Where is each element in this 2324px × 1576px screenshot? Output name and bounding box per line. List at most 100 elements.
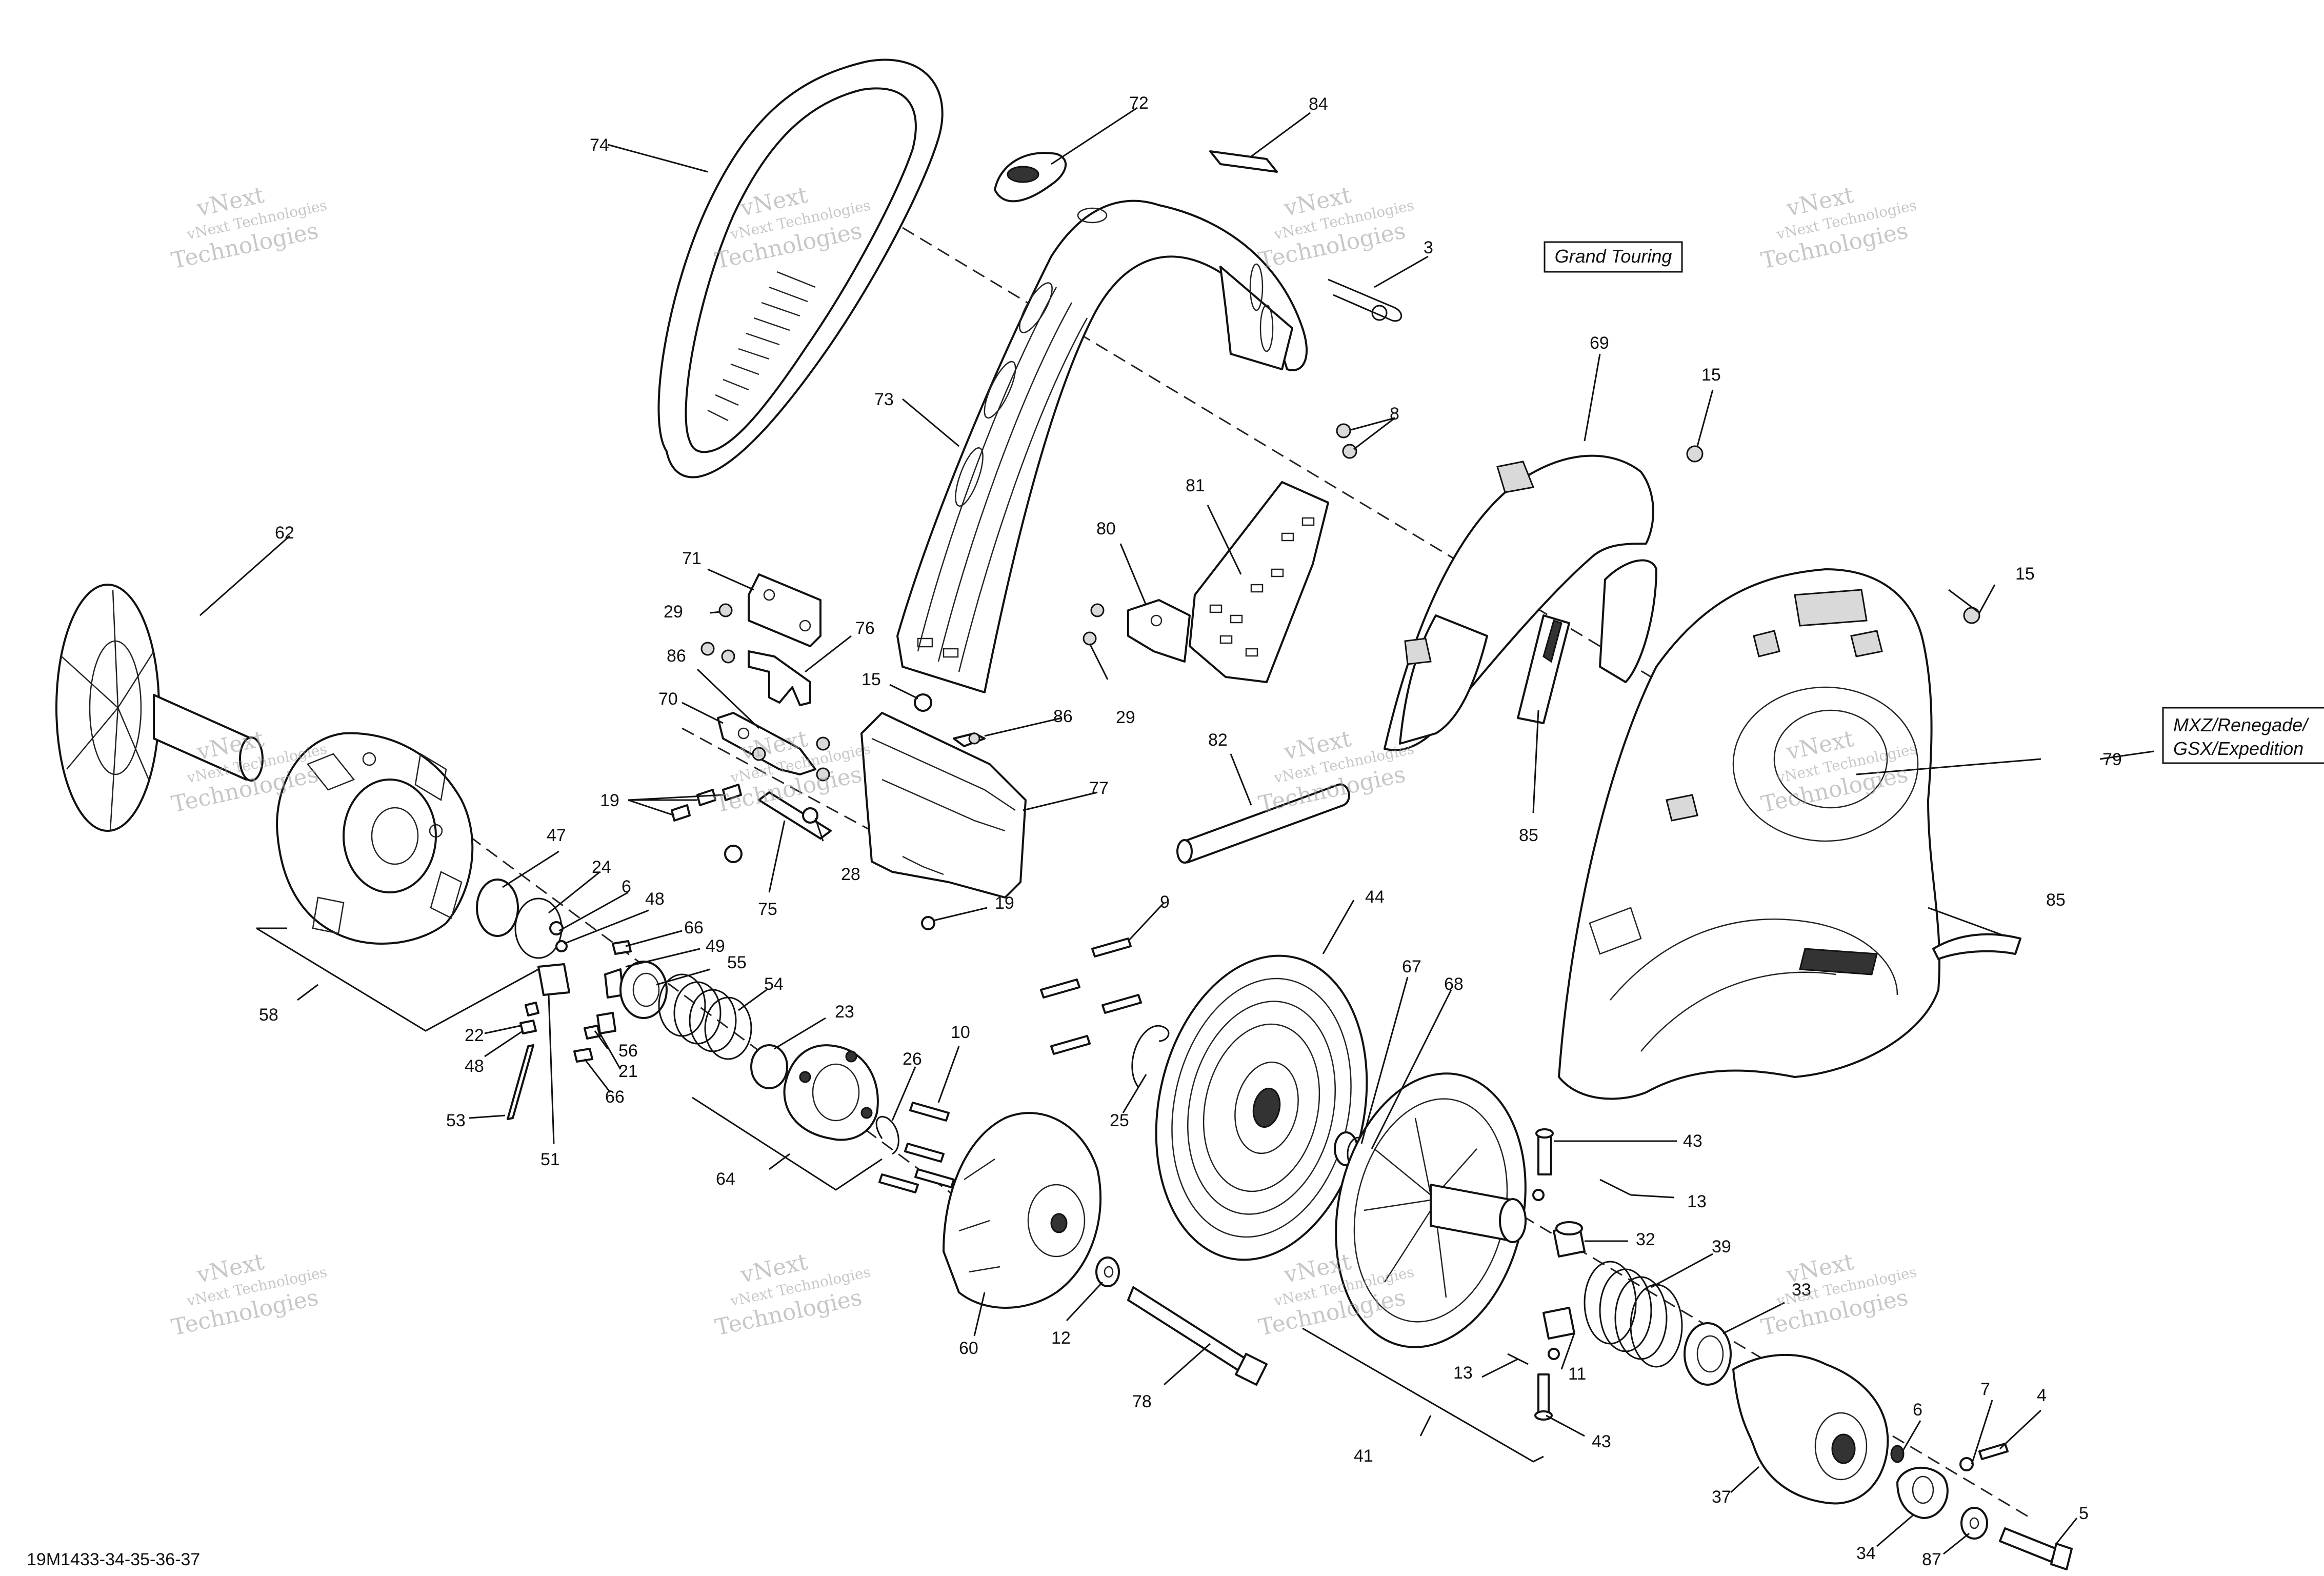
- guard-clip: [994, 152, 1067, 203]
- callout: 72: [1129, 93, 1149, 113]
- screws-8: [1336, 423, 1357, 459]
- drive-belt: [657, 58, 944, 478]
- callout: 87: [1922, 1550, 1941, 1569]
- callout: 49: [706, 936, 725, 956]
- callout: 76: [855, 619, 875, 638]
- nuts-29-right: [1083, 603, 1105, 646]
- callout: 85: [1519, 826, 1538, 845]
- callout: 12: [1051, 1328, 1071, 1348]
- callout: 4: [2037, 1386, 2047, 1405]
- callout: 33: [1792, 1280, 1811, 1300]
- rings-47-24: [476, 879, 563, 959]
- brake-disc-44: [1155, 954, 1368, 1261]
- circlip-25: [1131, 1025, 1170, 1088]
- air-tube: [1176, 783, 1350, 864]
- hardware-43-13-32-11: [1507, 1128, 1631, 1421]
- bracket-70: [717, 712, 830, 782]
- callout: 22: [465, 1026, 484, 1045]
- bracket-80: [1127, 599, 1191, 663]
- callout: 53: [446, 1111, 466, 1130]
- callout: 15: [2015, 564, 2035, 584]
- callout: 70: [658, 689, 678, 709]
- callout: 8: [1390, 404, 1399, 424]
- callout: 73: [874, 390, 894, 409]
- callout: 69: [1590, 333, 1609, 353]
- group-brackets: [256, 927, 1544, 1463]
- mxz-text-line2: GSX/Expedition: [2173, 738, 2303, 759]
- callout-numbers: 74 72 84 3 73 69 15 8 81 80 62 71 29 76 …: [259, 93, 2122, 1569]
- callout: 26: [903, 1049, 922, 1069]
- bolt-78: [1127, 1286, 1268, 1386]
- cam-hardware: [1890, 1443, 2073, 1570]
- screw-28: [802, 807, 818, 824]
- callout: 86: [667, 646, 686, 666]
- retaining-pin: [1328, 278, 1402, 322]
- callout: 28: [841, 865, 860, 884]
- callout: 6: [1913, 1400, 1922, 1420]
- callout: 80: [1096, 519, 1116, 538]
- callout: 66: [684, 918, 704, 937]
- callout: 60: [959, 1339, 978, 1358]
- cover-mxz: [1558, 568, 1941, 1100]
- callout: 32: [1636, 1230, 1655, 1249]
- callout: 13: [1687, 1192, 1707, 1211]
- callout: 74: [590, 135, 609, 155]
- callout: 3: [1424, 238, 1433, 257]
- callout: 6: [622, 877, 631, 896]
- callout: 81: [1186, 476, 1205, 495]
- callout: 37: [1712, 1487, 1731, 1507]
- circlip-26: [875, 1116, 899, 1155]
- cover-grand-touring: [1384, 454, 1657, 751]
- callout: 15: [862, 670, 881, 689]
- callout: 62: [275, 523, 294, 543]
- decal-85-vertical: [1517, 614, 1570, 724]
- spring-54: [658, 973, 752, 1060]
- callout: 15: [1701, 365, 1721, 385]
- grand-touring-text: Grand Touring: [1555, 246, 1672, 267]
- screws-19-left: [671, 784, 743, 863]
- callout: 77: [1089, 779, 1109, 798]
- callout: 39: [1712, 1237, 1731, 1256]
- callout: 5: [2079, 1504, 2089, 1523]
- washer-12: [1095, 1256, 1120, 1287]
- callout: 19: [600, 791, 619, 810]
- callout: 56: [618, 1041, 638, 1061]
- grand-touring-label: Grand Touring: [1544, 241, 1683, 273]
- washer-33: [1684, 1322, 1732, 1386]
- screws-9: [1040, 937, 1142, 1055]
- drive-pulley-fixed-half: [55, 584, 264, 832]
- decal-85-curved: [1932, 933, 2021, 960]
- callout: 66: [605, 1087, 625, 1107]
- callout: 85: [2046, 890, 2066, 910]
- bushing-23: [750, 1044, 788, 1089]
- centrifugal-weights: [507, 921, 632, 1120]
- callout: 84: [1309, 94, 1328, 114]
- bracket-71: [748, 573, 822, 647]
- spider-64: [783, 1044, 879, 1141]
- bracket-81: [1189, 481, 1329, 683]
- callout: 54: [764, 974, 784, 994]
- callout: 75: [758, 900, 777, 919]
- callout: 44: [1365, 887, 1385, 907]
- mxz-label: MXZ/Renegade/ GSX/Expedition: [2162, 707, 2324, 764]
- spring-seat-55: [619, 961, 668, 1019]
- callout: 71: [682, 549, 702, 568]
- callout: 19: [995, 893, 1014, 913]
- bracket-76: [748, 650, 811, 706]
- callout: 47: [547, 826, 566, 845]
- airbox-77: [860, 712, 1027, 930]
- leader-lines: [199, 107, 2154, 1555]
- plate-75: [758, 791, 832, 840]
- driven-pulley-41: [1335, 1072, 1527, 1348]
- callout: 23: [835, 1002, 854, 1022]
- label-84: [1209, 150, 1278, 173]
- callout: 24: [592, 857, 611, 877]
- callout: 7: [1980, 1380, 1990, 1399]
- callout: 86: [1053, 707, 1073, 726]
- callout: 25: [1110, 1111, 1129, 1130]
- screws-10: [878, 1102, 955, 1193]
- callout: 48: [465, 1056, 484, 1076]
- diagram-code: 19M1433-34-35-36-37: [27, 1550, 200, 1569]
- callout: 48: [645, 889, 665, 909]
